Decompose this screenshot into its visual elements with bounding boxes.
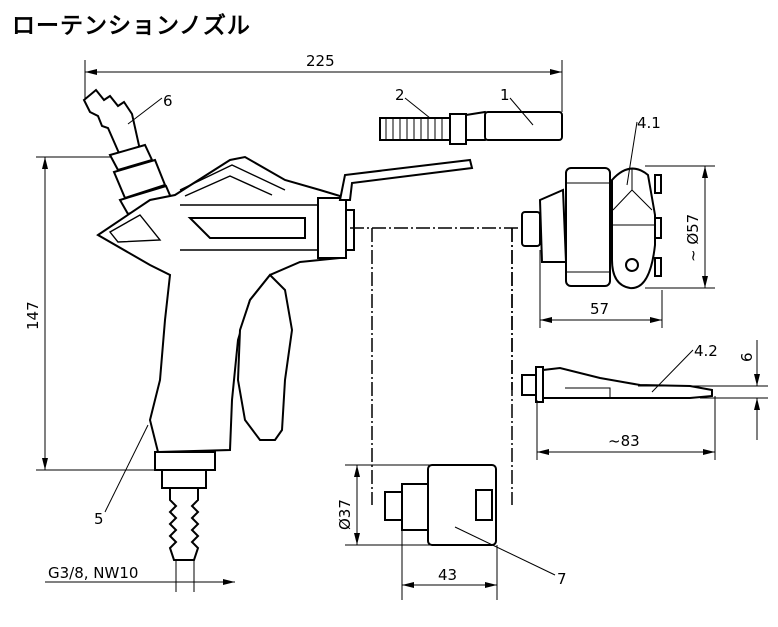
callout-4-2: 4.2 xyxy=(694,342,718,360)
part-7-nozzle: Ø37 43 xyxy=(336,464,498,600)
dimension-label: 43 xyxy=(438,566,457,584)
callout-6: 6 xyxy=(163,92,173,110)
dimension-label: 57 xyxy=(590,300,609,318)
dimension-225: 225 xyxy=(84,52,563,112)
dimension-label: Ø37 xyxy=(336,499,354,530)
air-gun-body xyxy=(82,88,355,489)
dimension-label: ~83 xyxy=(608,432,640,450)
drawing-title: ローテンションノズル xyxy=(12,13,251,39)
callout-4-1: 4.1 xyxy=(637,114,661,132)
callouts: 6 2 1 4.1 4.2 5 7 xyxy=(94,86,718,588)
callout-2: 2 xyxy=(395,86,405,104)
dimension-label: 147 xyxy=(24,301,42,330)
dimension-147: 147 xyxy=(24,156,160,471)
nozzle-4-1: 57 ~ Ø57 xyxy=(521,165,715,328)
inlet-hose-barb: G3/8, NW10 xyxy=(45,487,235,592)
nozzle-holder-arm xyxy=(338,110,563,201)
part-2-spring xyxy=(379,117,453,141)
hose-outline xyxy=(350,227,520,505)
callout-5: 5 xyxy=(94,510,104,528)
dimension-label: 225 xyxy=(306,52,335,70)
dimension-label: ~ Ø57 xyxy=(684,214,702,262)
connection-label: G3/8, NW10 xyxy=(48,564,138,582)
dimension-label: 6 xyxy=(738,352,756,362)
nozzle-4-2: ~83 6 xyxy=(521,340,768,460)
part-1-nozzle xyxy=(484,111,563,141)
callout-1: 1 xyxy=(500,86,510,104)
callout-7: 7 xyxy=(557,570,567,588)
